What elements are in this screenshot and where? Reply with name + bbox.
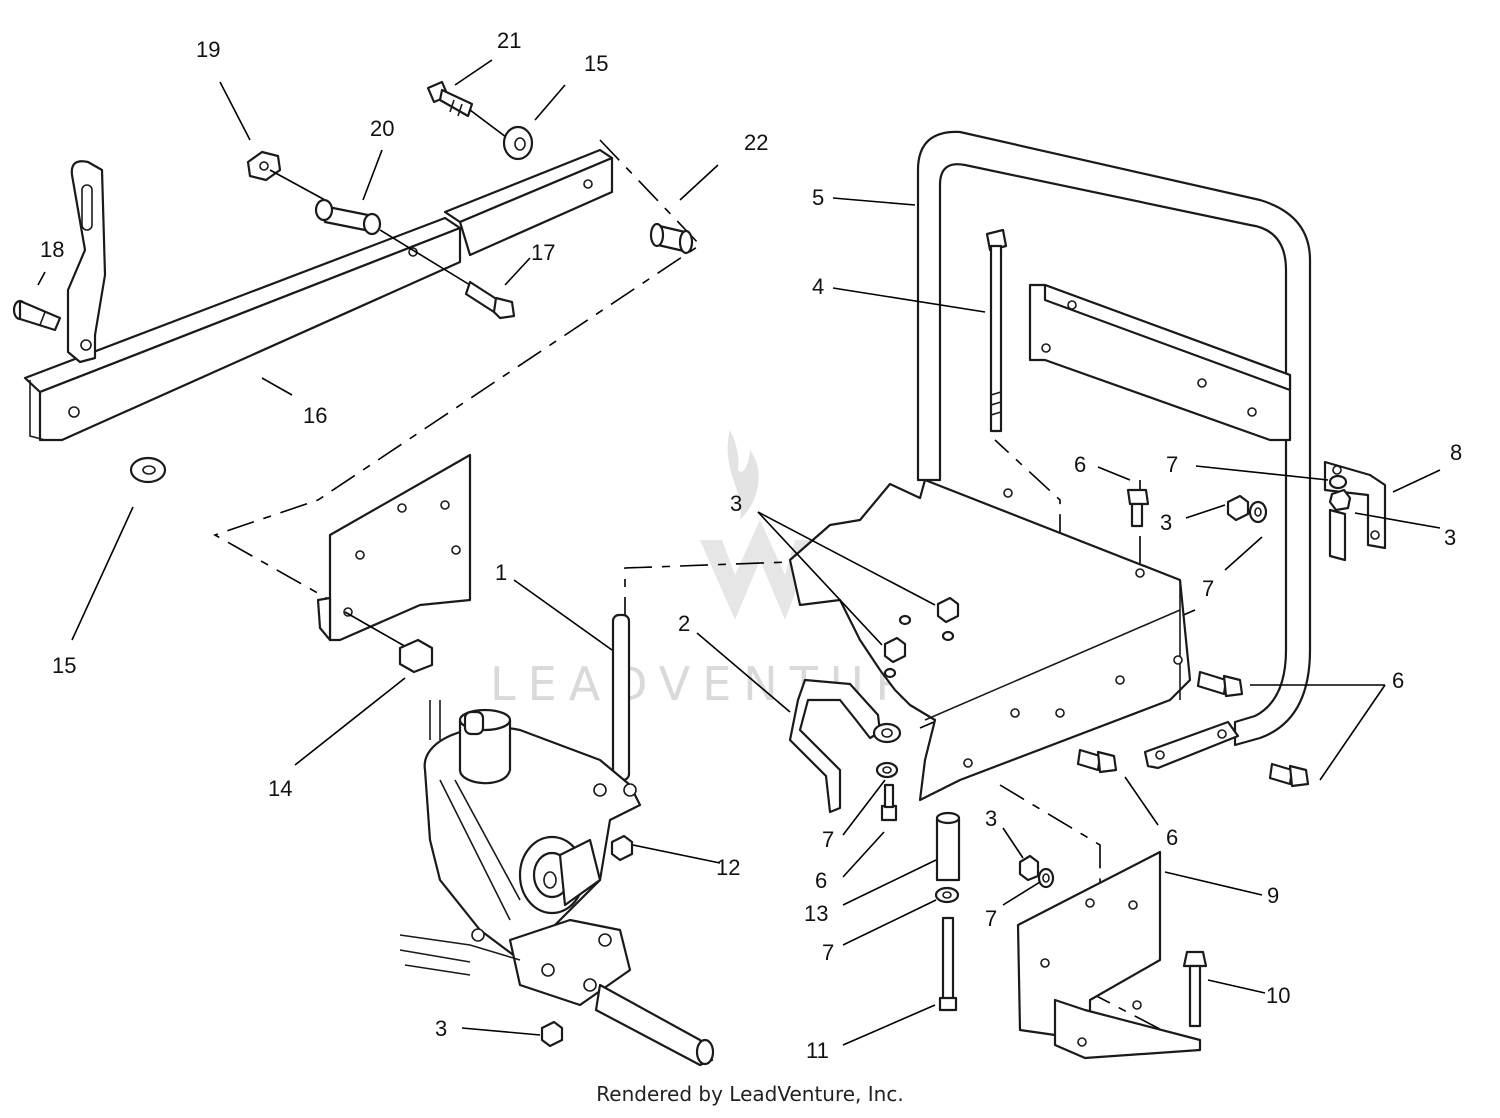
strap-bracket	[1143, 720, 1240, 770]
watermark-text: LEADVENTURE	[490, 657, 961, 711]
callout-10: 10	[1266, 983, 1290, 1008]
callout-8: 8	[1450, 440, 1462, 465]
footer-credit: Rendered by LeadVenture, Inc.	[596, 1082, 904, 1106]
bracket-9	[1016, 850, 1202, 1060]
callout-22: 22	[744, 130, 768, 155]
bushing-22	[649, 222, 694, 255]
washer-7-lower	[934, 886, 960, 904]
nut-3-right-a	[1226, 494, 1268, 524]
axis-19	[269, 169, 326, 201]
nut-3-bottom	[540, 1020, 564, 1048]
nut-19	[246, 150, 282, 182]
callout-7-lower: 7	[822, 940, 834, 965]
callout-1: 1	[495, 560, 507, 585]
callout-6-right: 6	[1392, 668, 1404, 693]
callout-12: 12	[716, 855, 740, 880]
callout-3-platform: 3	[730, 491, 742, 516]
callout-9: 9	[1267, 883, 1279, 908]
callout-13: 13	[804, 901, 828, 926]
callout-17: 17	[531, 240, 555, 265]
bolt-6-lower	[1076, 748, 1118, 774]
nut-3-upper-a	[936, 596, 960, 624]
callout-6-lower: 6	[1166, 825, 1178, 850]
callout-20: 20	[370, 116, 394, 141]
callout-16: 16	[303, 403, 327, 428]
bolt-10	[1182, 950, 1208, 1028]
callout-21: 21	[497, 28, 521, 53]
cross-brace	[1028, 283, 1292, 442]
platform-pan	[788, 478, 1192, 802]
callout-19: 19	[196, 37, 220, 62]
bent-rod-2	[788, 678, 902, 814]
transaxle	[399, 700, 715, 1067]
callout-7-bracket: 7	[985, 906, 997, 931]
nut-12	[610, 834, 634, 862]
axis-14	[344, 611, 409, 649]
callout-15-bottom: 15	[52, 653, 76, 678]
washer-15a	[502, 125, 534, 161]
callout-15-top: 15	[584, 51, 608, 76]
callout-3-right: 3	[1160, 510, 1172, 535]
spacer-13	[935, 811, 961, 882]
bolt-21	[426, 80, 474, 118]
callout-2: 2	[678, 611, 690, 636]
bolt-11	[938, 916, 958, 1012]
bolt-6-upper	[1126, 488, 1150, 528]
spacer-20	[314, 198, 382, 236]
bolt-6-bottom	[880, 783, 898, 822]
callout-7-upper: 7	[1166, 452, 1178, 477]
hitch-plate	[66, 160, 107, 364]
callout-6-mid: 6	[815, 868, 827, 893]
roll-bar-frame	[916, 130, 1312, 747]
bolt-6-far	[1268, 762, 1310, 788]
nut-3-upper-b	[883, 636, 907, 664]
callout-4: 4	[812, 274, 824, 299]
callout-6-upper: 6	[1074, 452, 1086, 477]
axis-21	[469, 109, 511, 141]
mounting-plate	[316, 453, 472, 642]
watermark: LEADVENTURE	[490, 430, 961, 711]
washer-7-mid	[875, 761, 899, 779]
bolt-17	[464, 280, 516, 320]
callout-18: 18	[40, 237, 64, 262]
hitch-bar	[23, 148, 614, 442]
rod-1	[611, 613, 631, 782]
bolt-4	[985, 228, 1008, 433]
nut-3-right-b	[1328, 474, 1352, 512]
callout-14: 14	[268, 776, 292, 801]
callout-labels: 19 21 15 20 22 18 17 16 15 5 4 8 6 7 3 3…	[40, 28, 1462, 1063]
callout-3-far-right: 3	[1444, 525, 1456, 550]
washer-upper	[883, 614, 955, 679]
bolt-6-right	[1196, 670, 1244, 698]
callout-3-bottom: 3	[435, 1016, 447, 1041]
callout-3-lower: 3	[985, 806, 997, 831]
callout-7-mid: 7	[822, 827, 834, 852]
axis-17	[379, 229, 471, 286]
callout-11: 11	[806, 1038, 829, 1063]
nut-14	[398, 638, 434, 674]
callout-5: 5	[812, 185, 824, 210]
nut-3-lower	[1018, 854, 1055, 889]
leader-lines	[37, 59, 1441, 1046]
callout-7-right: 7	[1202, 576, 1214, 601]
clevis-pin	[12, 299, 62, 332]
washer-15b	[129, 456, 167, 484]
